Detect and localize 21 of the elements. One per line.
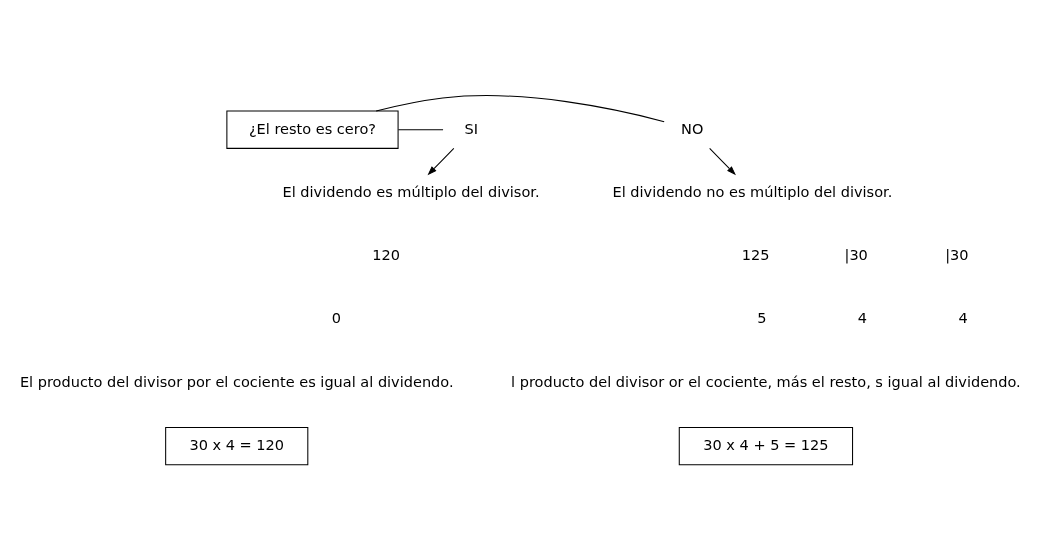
label: l producto del divisor or el cociente, más el resto, s igual al dividendo. [511,373,1021,390]
connector [375,95,665,123]
label: 4 [857,310,868,327]
node-text: El dividendo no es múltiplo del divisor. [612,183,893,200]
node-text: SI [464,120,478,137]
arrow [709,147,736,176]
label: 4 [958,310,968,327]
label: 120 [372,247,401,264]
arrow [427,147,455,176]
label: 0 [331,310,341,327]
label: 125 [741,247,770,264]
label: 5 [757,310,767,327]
node-box: ¿El resto es cero? [226,110,399,149]
node-box: 30 x 4 = 120 [165,427,309,466]
node-box: 30 x 4 + 5 = 125 [678,427,854,466]
label: |30 [945,247,969,264]
label: |30 [844,247,868,264]
node-text: El dividendo es múltiplo del divisor. [282,183,540,200]
label: El producto del divisor por el cociente es igual al dividendo. [19,373,454,390]
connector [397,129,444,131]
node-text: NO [681,120,704,137]
